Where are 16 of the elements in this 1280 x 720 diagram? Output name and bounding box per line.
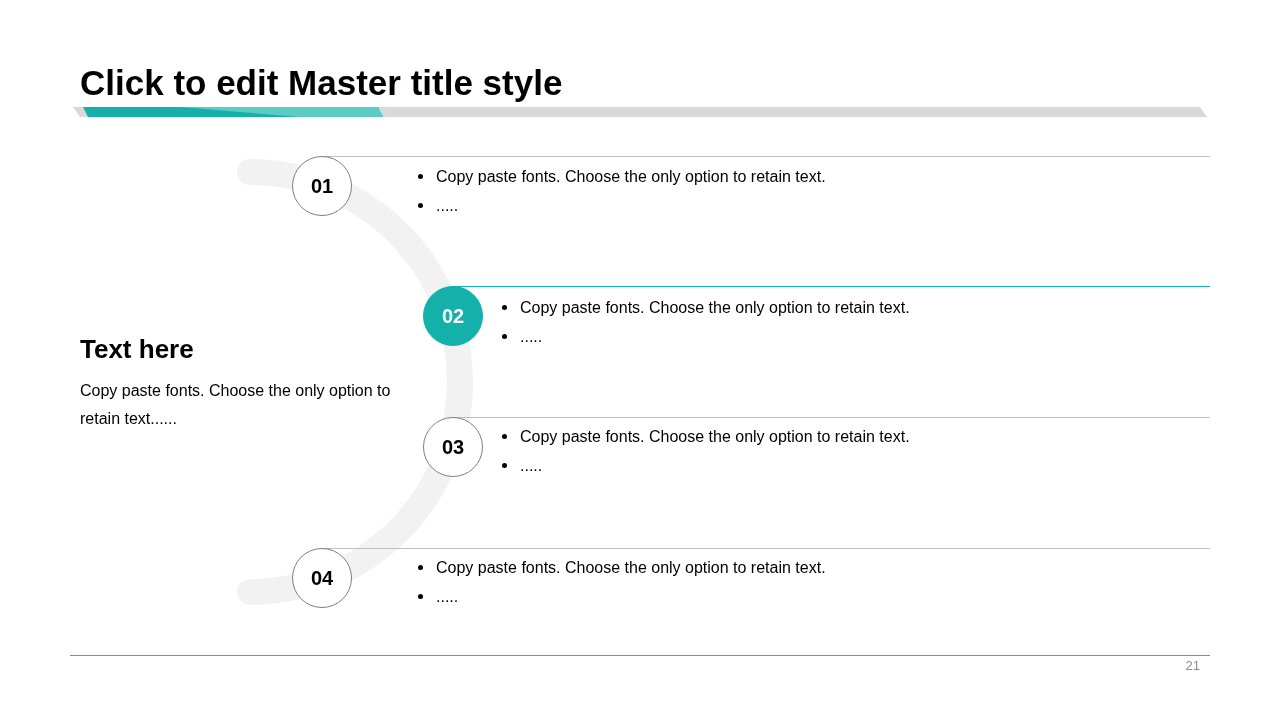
section-heading: Text here: [80, 333, 194, 366]
bullet-text: .....: [520, 326, 543, 347]
bullet-text: Copy paste fonts. Choose the only option to retain text.: [520, 298, 910, 318]
number-circle: 03: [423, 417, 483, 477]
bullet-text: .....: [436, 586, 459, 607]
slide-title: Click to edit Master title style: [80, 62, 563, 104]
bullet-text: Copy paste fonts. Choose the only option to retain text.: [436, 558, 826, 578]
bullet-text: .....: [436, 195, 459, 216]
number-circle: 01: [292, 156, 352, 216]
number-circle: 02: [423, 286, 483, 346]
number-circle: 04: [292, 548, 352, 608]
bullet-text: .....: [520, 455, 543, 476]
bullet-text: Copy paste fonts. Choose the only option to retain text.: [436, 167, 826, 187]
bullet-text: Copy paste fonts. Choose the only option to retain text.: [520, 427, 910, 447]
body-text: Copy paste fonts. Choose the only option to retain text......: [80, 381, 392, 429]
page-number: 21: [1184, 658, 1200, 674]
